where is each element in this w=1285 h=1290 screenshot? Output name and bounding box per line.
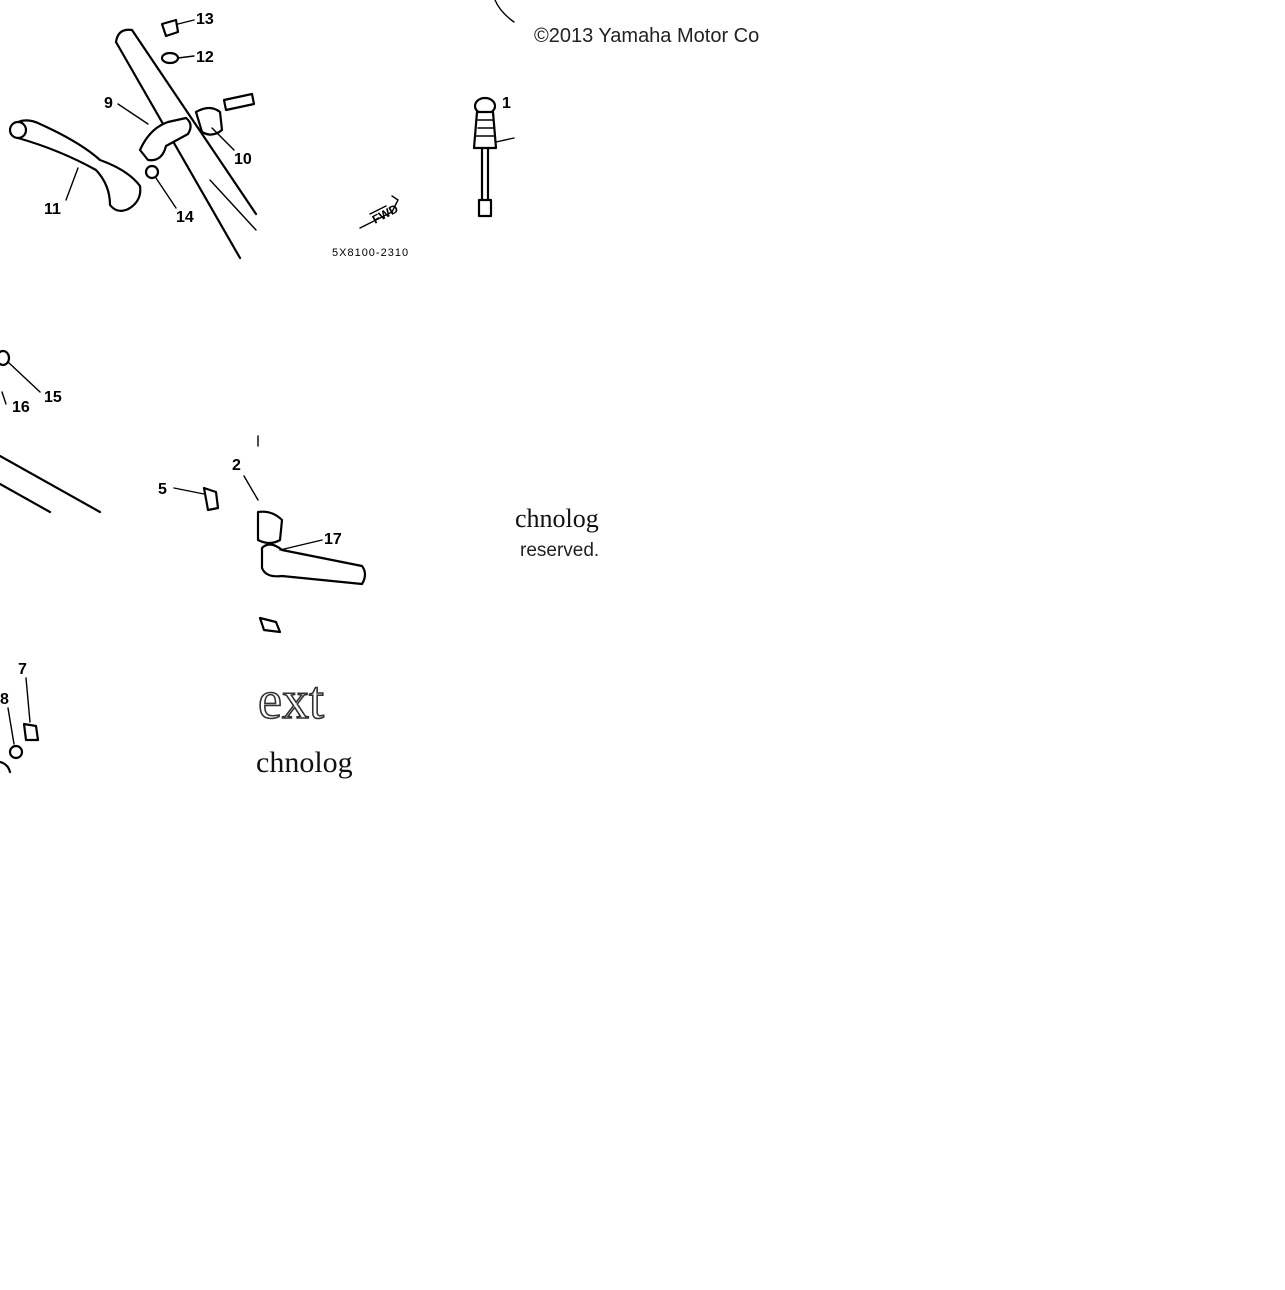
watermark-ext: ext — [258, 670, 324, 730]
reserved-text: reserved. — [520, 540, 599, 561]
bolt-13 — [160, 18, 180, 38]
leader-11 — [65, 167, 79, 201]
callout-12: 12 — [196, 49, 214, 66]
callout-11: 11 — [44, 201, 61, 218]
lever-11 — [12, 119, 142, 212]
callout-5: 5 — [158, 481, 167, 498]
leader-16 — [1, 391, 7, 405]
handlebar-cable — [209, 179, 257, 231]
callout-2: 2 — [232, 457, 241, 474]
callout-10: 10 — [234, 151, 252, 168]
fwd-arrow — [359, 195, 399, 229]
watermark-chnolog-bottom: chnolog — [256, 746, 353, 779]
switch-connector — [477, 198, 493, 218]
handlebar-edge-right — [130, 28, 258, 216]
curve-fragment — [494, 0, 515, 23]
callout-16: 16 — [12, 399, 30, 416]
lever-ball-end — [8, 120, 28, 140]
bolt-7 — [22, 722, 40, 742]
leader-15 — [7, 361, 41, 393]
handlebar-lower-top — [0, 454, 102, 514]
callout-13: 13 — [196, 11, 214, 28]
holder-9 — [138, 116, 192, 162]
callout-7: 7 — [18, 661, 27, 678]
grip-17 — [260, 543, 367, 586]
nut-14 — [144, 164, 160, 180]
switch-cable — [480, 146, 490, 202]
washer-8 — [8, 744, 24, 760]
bolt-15 — [0, 349, 11, 367]
leader-9 — [117, 103, 149, 125]
copyright-text: ©2013 Yamaha Motor Co — [534, 25, 759, 47]
part-edge — [0, 760, 12, 774]
switch-part-tile: 1 — [472, 95, 515, 218]
watermark-chnolog-top: chnolog — [515, 504, 599, 533]
leader-13 — [177, 19, 195, 25]
fastener-group: 7 8 — [0, 661, 40, 774]
leader-10 — [211, 127, 235, 151]
clamp-10 — [194, 106, 224, 136]
callout-1: 1 — [502, 95, 511, 112]
watermark: chnolog reserved. ext chnolog — [256, 504, 599, 779]
switch-threads — [475, 119, 495, 137]
callout-8: 8 — [0, 691, 9, 708]
callout-9: 9 — [104, 95, 113, 112]
handlebar-edge-left — [114, 40, 242, 260]
leader-12 — [177, 55, 195, 59]
callout-14: 14 — [176, 209, 194, 226]
drawing-code: 5X8100-2310 — [332, 247, 409, 259]
callout-15: 15 — [44, 389, 62, 406]
fwd-arrow-shaft — [369, 205, 387, 215]
lever-assembly: 13 12 9 10 11 14 — [8, 11, 258, 260]
switch-housing-2 — [256, 510, 284, 545]
leader-14 — [155, 177, 177, 209]
leader-17 — [279, 539, 323, 551]
screw-small — [258, 616, 282, 634]
screw-5 — [202, 486, 220, 512]
handlebar-lower-bottom — [0, 482, 52, 514]
leader-1 — [495, 137, 515, 143]
leader-2 — [243, 475, 259, 501]
leader-7 — [25, 677, 31, 723]
bolt — [222, 92, 256, 112]
leader-5 — [173, 487, 205, 495]
washer-12 — [160, 51, 180, 65]
fwd-tile: FWD 5X8100-2310 — [332, 195, 409, 259]
copyright-tile: ©2013 Yamaha Motor Co — [494, 0, 759, 47]
callout-17: 17 — [324, 531, 342, 548]
leader-8 — [7, 707, 15, 745]
switch-body — [472, 110, 498, 150]
perch-assembly: 15 16 5 2 17 — [0, 349, 367, 634]
handlebar-end — [114, 28, 134, 44]
